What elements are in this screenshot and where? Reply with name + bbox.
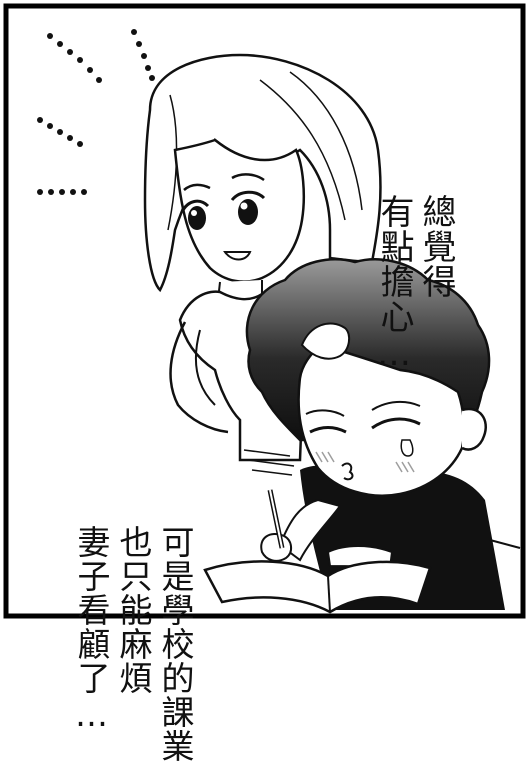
panel-border (3, 3, 526, 619)
speech-top-line-1: 總覺得 (416, 194, 456, 299)
speech-text-bottom: 可是學校的課業 也只能麻煩 妻子看顧了… (28, 365, 238, 763)
speed-lines-icon (243, 449, 295, 476)
comic-artwork (3, 3, 526, 619)
comic-panel: 總覺得 有點擔心… 可是學校的課業 也只能麻煩 妻子看顧了… (3, 3, 526, 763)
speech-top-line-2: 有點擔心… (374, 194, 414, 375)
speech-bottom-line-3: 妻子看顧了… (72, 525, 111, 735)
speech-bottom-line-2: 也只能麻煩 (114, 525, 153, 695)
speech-bottom-line-1: 可是學校的課業 (156, 525, 195, 763)
man-character (203, 258, 521, 614)
speech-text-top: 總覺得 有點擔心… (331, 30, 499, 375)
worry-dots-icon (37, 29, 155, 195)
